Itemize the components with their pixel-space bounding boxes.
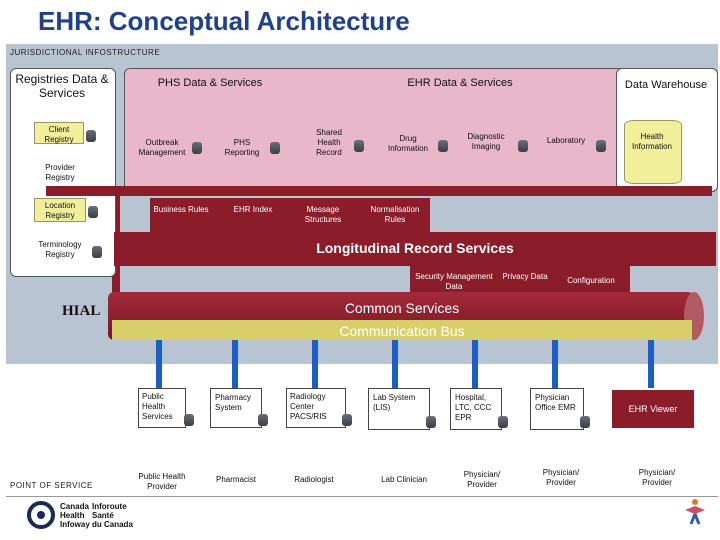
ehr-header: EHR Data & Services [407,77,513,89]
lab-system: Lab System (LIS) [368,388,430,430]
health-information: Health Information [631,132,673,151]
connector-radiology [312,340,318,388]
phs-header: PHS Data & Services [157,77,263,89]
provider-pharmacist: Pharmacist [215,475,256,484]
laboratory: Laboratory [546,136,586,145]
logo-text-en: Canada Health Infoway [60,502,90,529]
diagnostic-imaging-db-icon [518,140,528,152]
configuration: Configuration [567,276,615,285]
upper-bus [46,186,712,196]
shared-health-record-db-icon [354,140,364,152]
infoway-logo-icon [27,501,55,529]
lab-db-icon [426,416,436,428]
public-health-db-icon [184,414,194,426]
hospital-epr: Hospital, LTC, CCC EPR [450,388,502,430]
page-title: EHR: Conceptual Architecture [38,6,410,36]
provider-physician-2: Physician/ Provider [542,468,580,487]
people-figure-icon [685,499,705,525]
client-registry: Client Registry [34,122,84,144]
point-of-service-band [6,364,718,496]
physician-office-emr: Physician Office EMR [530,388,584,430]
location-registry: Location Registry [34,198,86,222]
provider-public-health: Public Health Provider [138,472,186,491]
phs-reporting-db-icon [270,142,280,154]
connector-pharmacy [232,340,238,388]
public-health-services: Public Health Services [138,388,186,428]
pharmacy-system: Pharmacy System [210,388,262,428]
logo-text-fr: Inforoute Santé du Canada [92,502,133,529]
longitudinal-record-services-band [114,232,716,266]
connector-public-health [156,340,162,388]
ehr-index-label: EHR Index [233,205,273,214]
provider-physician-3: Physician/ Provider [638,468,676,487]
message-structures-label: Message Structures [304,205,342,224]
connector-physician-office [552,340,558,388]
jurisdictional-label: JURISDICTIONAL INFOSTRUCTURE [10,48,161,57]
connector-ehr-viewer [648,340,654,388]
hial-label: HIAL [62,303,101,319]
registries-header: Registries Data & Services [15,72,109,100]
terminology-registry-db-icon [92,246,102,258]
communication-bus [112,320,692,340]
provider-physician-1: Physician/ Provider [463,470,501,489]
pharmacy-db-icon [258,414,268,426]
footer-divider [6,496,718,497]
phs-reporting: PHS Reporting [224,138,260,157]
diagnostic-imaging: Diagnostic Imaging [467,132,505,151]
common-services-label: Common Services [344,300,460,316]
warehouse-header: Data Warehouse [624,79,708,91]
laboratory-db-icon [596,140,606,152]
shared-health-record: Shared Health Record [316,128,342,157]
location-registry-db-icon [88,206,98,218]
normalisation-rules-label: Normalisation Rules [370,205,420,224]
security-management-data: Security Management Data [415,272,493,291]
longitudinal-record-services-label: Longitudinal Record Services [316,240,514,256]
communication-bus-label: Communication Bus [339,323,465,339]
physician-office-db-icon [580,416,590,428]
privacy-data: Privacy Data [502,272,548,281]
business-rules-label: Business Rules [153,205,209,214]
registries-box [10,68,116,277]
terminology-registry: Terminology Registry [38,240,82,259]
drug-information-db-icon [438,140,448,152]
radiology-db-icon [342,414,352,426]
outbreak-db-icon [192,142,202,154]
hospital-db-icon [498,416,508,428]
outbreak-management: Outbreak Management [138,138,186,157]
radiology-center: Radiology Center PACS/RIS [286,388,346,428]
lrs-sub-band [150,198,430,232]
provider-radiologist: Radiologist [294,475,334,484]
client-registry-db-icon [86,130,96,142]
provider-lab-clinician: Lab Clinician [381,475,427,484]
connector-lab [392,340,398,388]
ehr-viewer: EHR Viewer [612,390,694,428]
drug-information: Drug Information [387,134,429,153]
provider-registry: Provider Registry [45,163,75,182]
health-information-cylinder [624,120,682,184]
common-services-sub-band [410,266,630,294]
connector-hospital [472,340,478,388]
point-of-service-label: POINT OF SERVICE [10,481,93,490]
